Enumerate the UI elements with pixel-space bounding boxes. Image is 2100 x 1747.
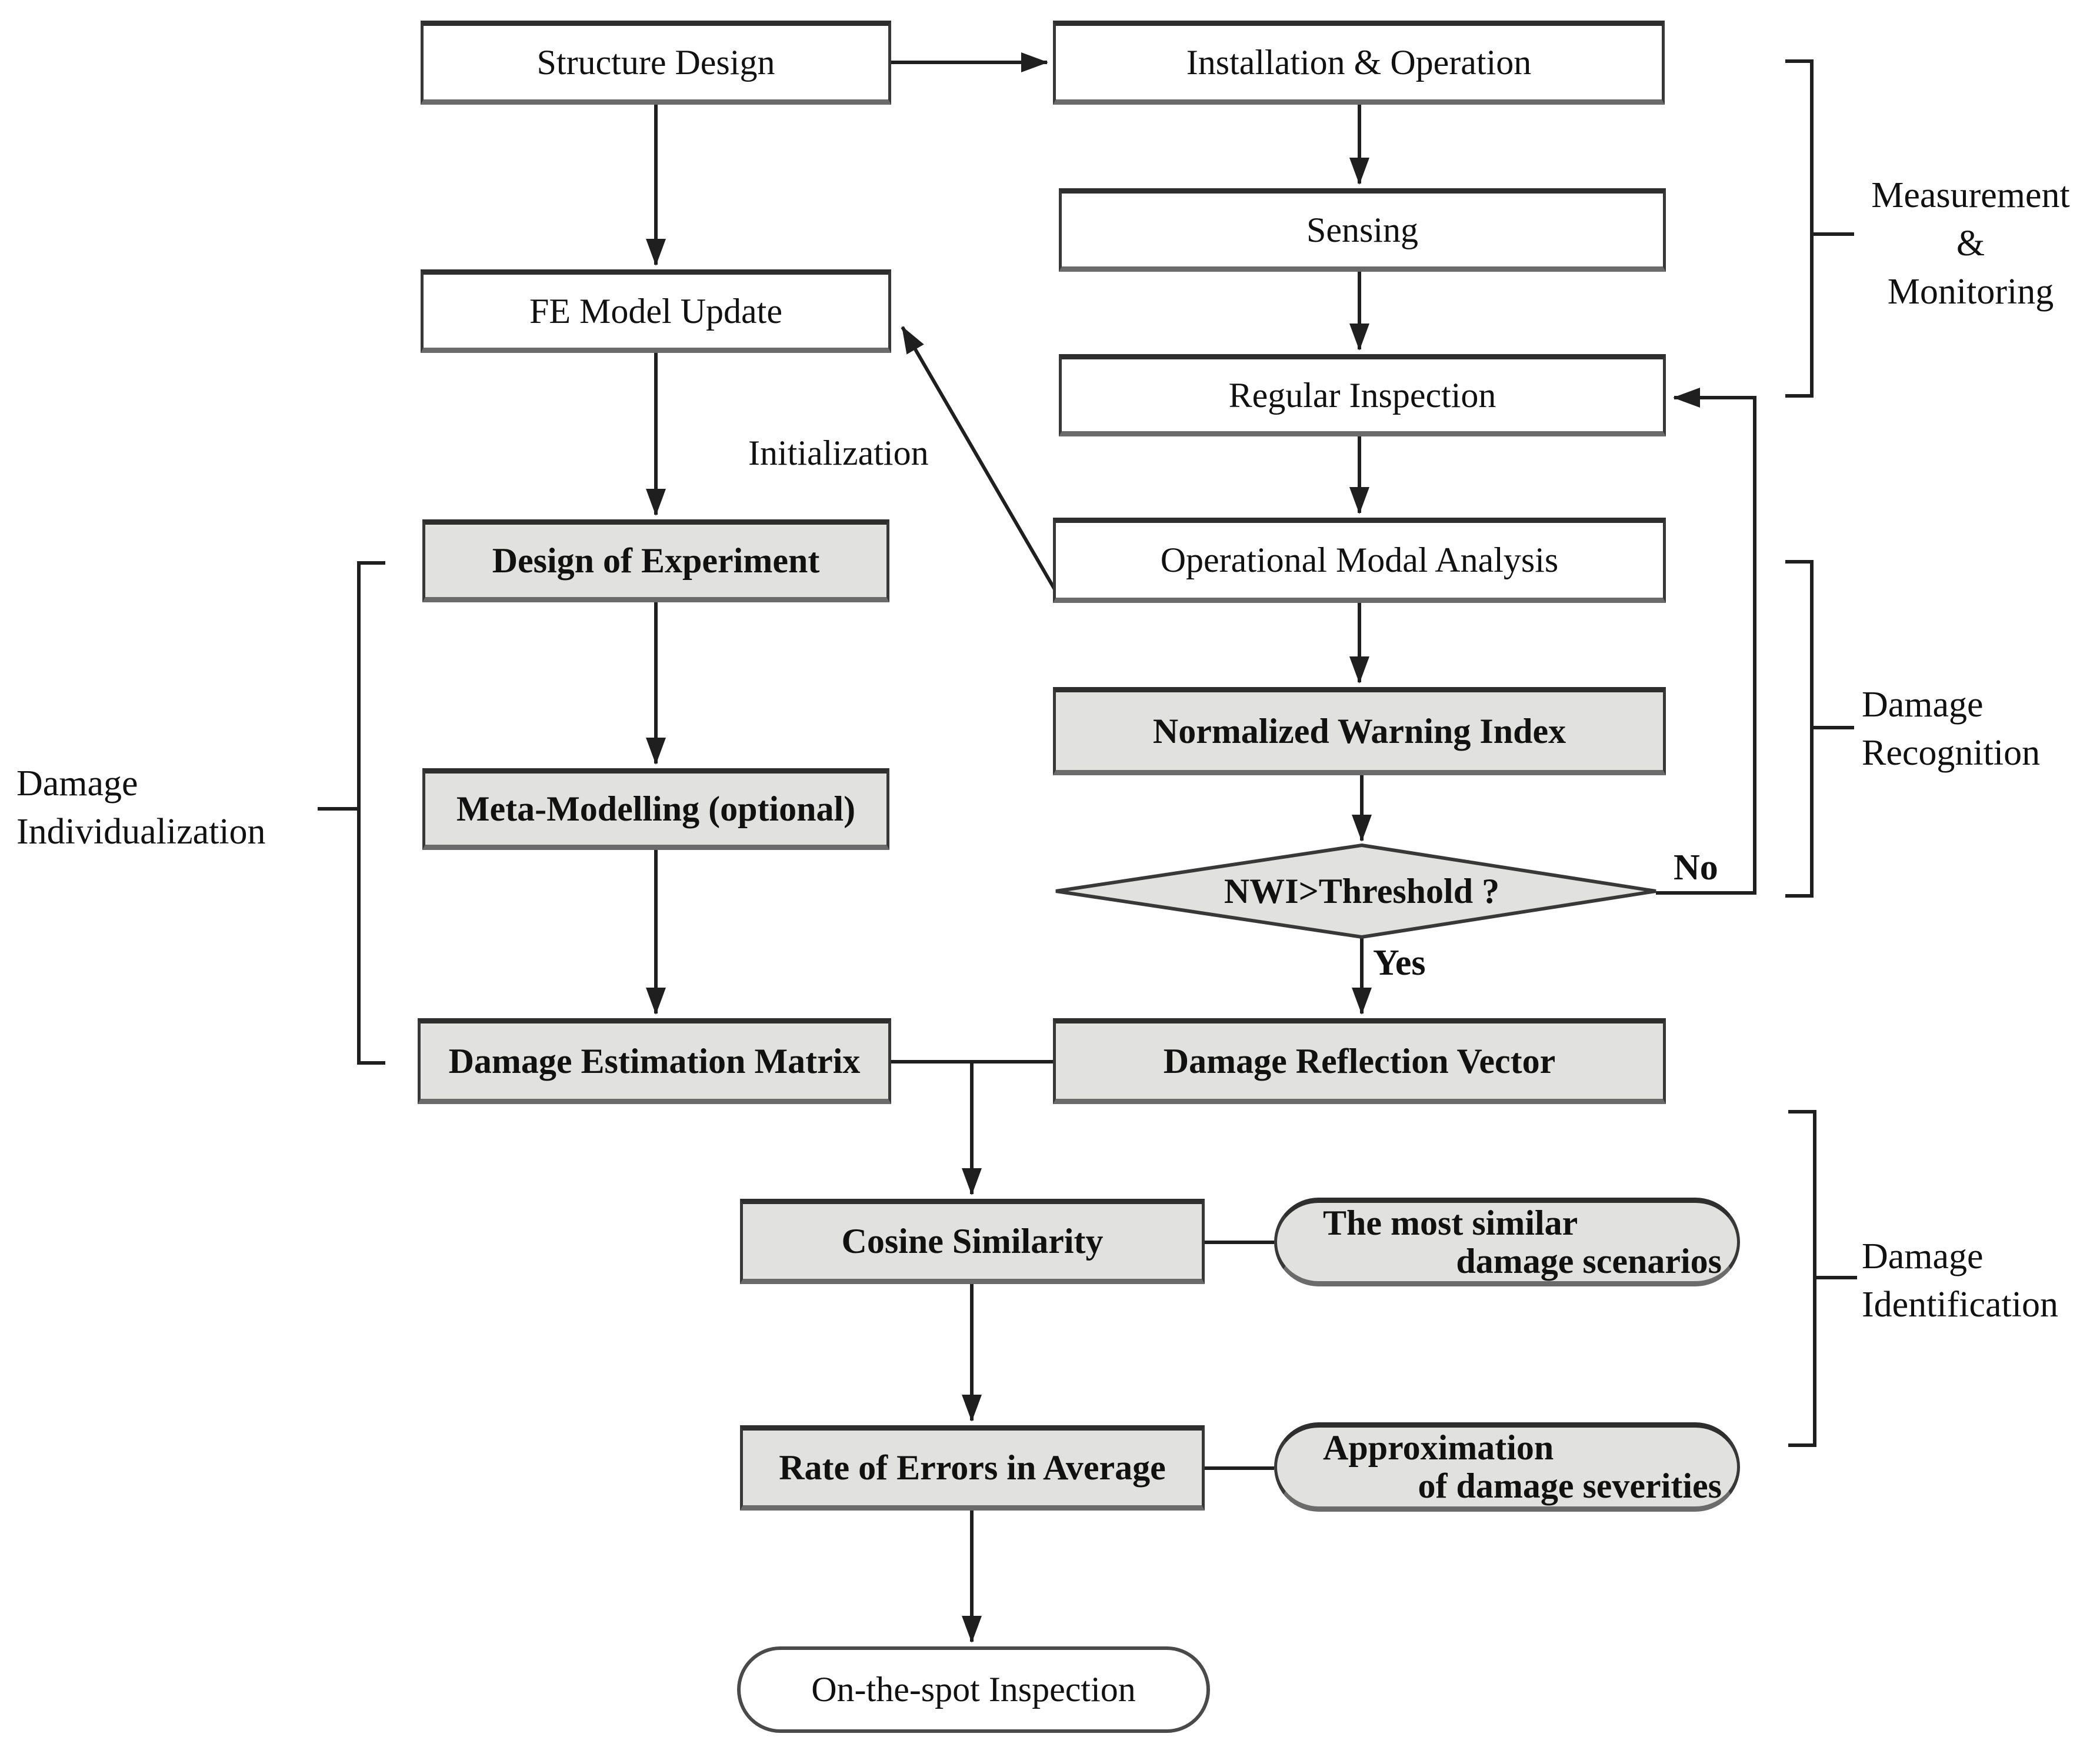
node-regular-inspection: Regular Inspection [1059, 354, 1666, 436]
node-label: Meta-Modelling (optional) [456, 789, 856, 829]
node-label: Structure Design [536, 43, 775, 82]
phase-line: Measurement [1871, 175, 2070, 215]
node-label-line1: The most similar [1323, 1203, 1578, 1242]
edge-label-yes: Yes [1373, 943, 1426, 983]
node-normalized-warning-index: Normalized Warning Index [1053, 687, 1666, 775]
node-label: Damage Reflection Vector [1163, 1041, 1556, 1081]
phase-line: & [1956, 223, 1985, 264]
edge-label-initialization: Initialization [748, 434, 929, 472]
phase-line: Identification [1862, 1284, 2058, 1325]
node-most-similar-scenarios: The most similar damage scenarios [1274, 1198, 1740, 1286]
node-design-of-experiment: Design of Experiment [422, 519, 889, 602]
node-label: Installation & Operation [1186, 43, 1532, 82]
node-damage-reflection-vector: Damage Reflection Vector [1053, 1018, 1666, 1104]
phase-label-damage-identification: Damage Identification [1862, 1233, 2100, 1329]
phase-line: Individualization [16, 811, 266, 852]
node-nwi-threshold-decision: NWI>Threshold ? [1150, 854, 1574, 928]
phase-line: Recognition [1862, 732, 2041, 773]
node-label: Design of Experiment [492, 541, 820, 581]
node-label-line2: damage scenarios [1456, 1241, 1722, 1281]
node-label: On-the-spot Inspection [811, 1670, 1136, 1709]
bracket-damage-identification [1788, 1110, 1857, 1447]
node-operational-modal-analysis: Operational Modal Analysis [1053, 518, 1666, 603]
node-label: Regular Inspection [1228, 375, 1496, 415]
node-label: Cosine Similarity [841, 1222, 1104, 1261]
node-damage-estimation-matrix: Damage Estimation Matrix [418, 1018, 891, 1104]
node-rate-of-errors: Rate of Errors in Average [740, 1425, 1205, 1511]
node-cosine-similarity: Cosine Similarity [740, 1199, 1205, 1284]
node-label-line2: of damage severities [1418, 1466, 1722, 1505]
phase-line: Damage [1862, 685, 1984, 725]
node-fe-model-update: FE Model Update [421, 269, 891, 353]
bracket-damage-recognition [1785, 560, 1854, 898]
phase-line: Monitoring [1887, 271, 2054, 312]
decision-diamond [1055, 843, 1656, 939]
node-label-line1: Approximation [1323, 1428, 1554, 1468]
node-label: FE Model Update [529, 291, 782, 331]
node-label: Operational Modal Analysis [1160, 541, 1559, 580]
edge-label-no: No [1674, 848, 1718, 888]
phase-label-damage-recognition: Damage Recognition [1862, 681, 2100, 778]
node-label: Normalized Warning Index [1152, 711, 1566, 751]
node-structure-design: Structure Design [421, 21, 891, 105]
node-label: NWI>Threshold ? [1224, 871, 1500, 911]
node-installation-operation: Installation & Operation [1053, 21, 1665, 105]
node-sensing: Sensing [1059, 188, 1666, 272]
arrow-decision-no-to-regular-inspection [1656, 388, 1756, 895]
phase-label-measurement-monitoring: Measurement & Monitoring [1847, 172, 2094, 316]
node-on-the-spot-inspection: On-the-spot Inspection [737, 1646, 1210, 1733]
node-label: Sensing [1306, 210, 1419, 249]
phase-line: Damage [1862, 1236, 1984, 1276]
node-meta-modelling: Meta-Modelling (optional) [422, 768, 889, 850]
bracket-measurement-monitoring [1785, 59, 1854, 398]
phase-label-damage-individualization: Damage Individualization [16, 760, 322, 856]
phase-line: Damage [16, 764, 138, 804]
node-label: Damage Estimation Matrix [448, 1041, 861, 1081]
bracket-damage-individualization [318, 561, 385, 1065]
node-label: Rate of Errors in Average [779, 1448, 1166, 1488]
node-approximation-severities: Approximation of damage severities [1274, 1422, 1740, 1512]
arrow-initialization [901, 326, 1056, 591]
